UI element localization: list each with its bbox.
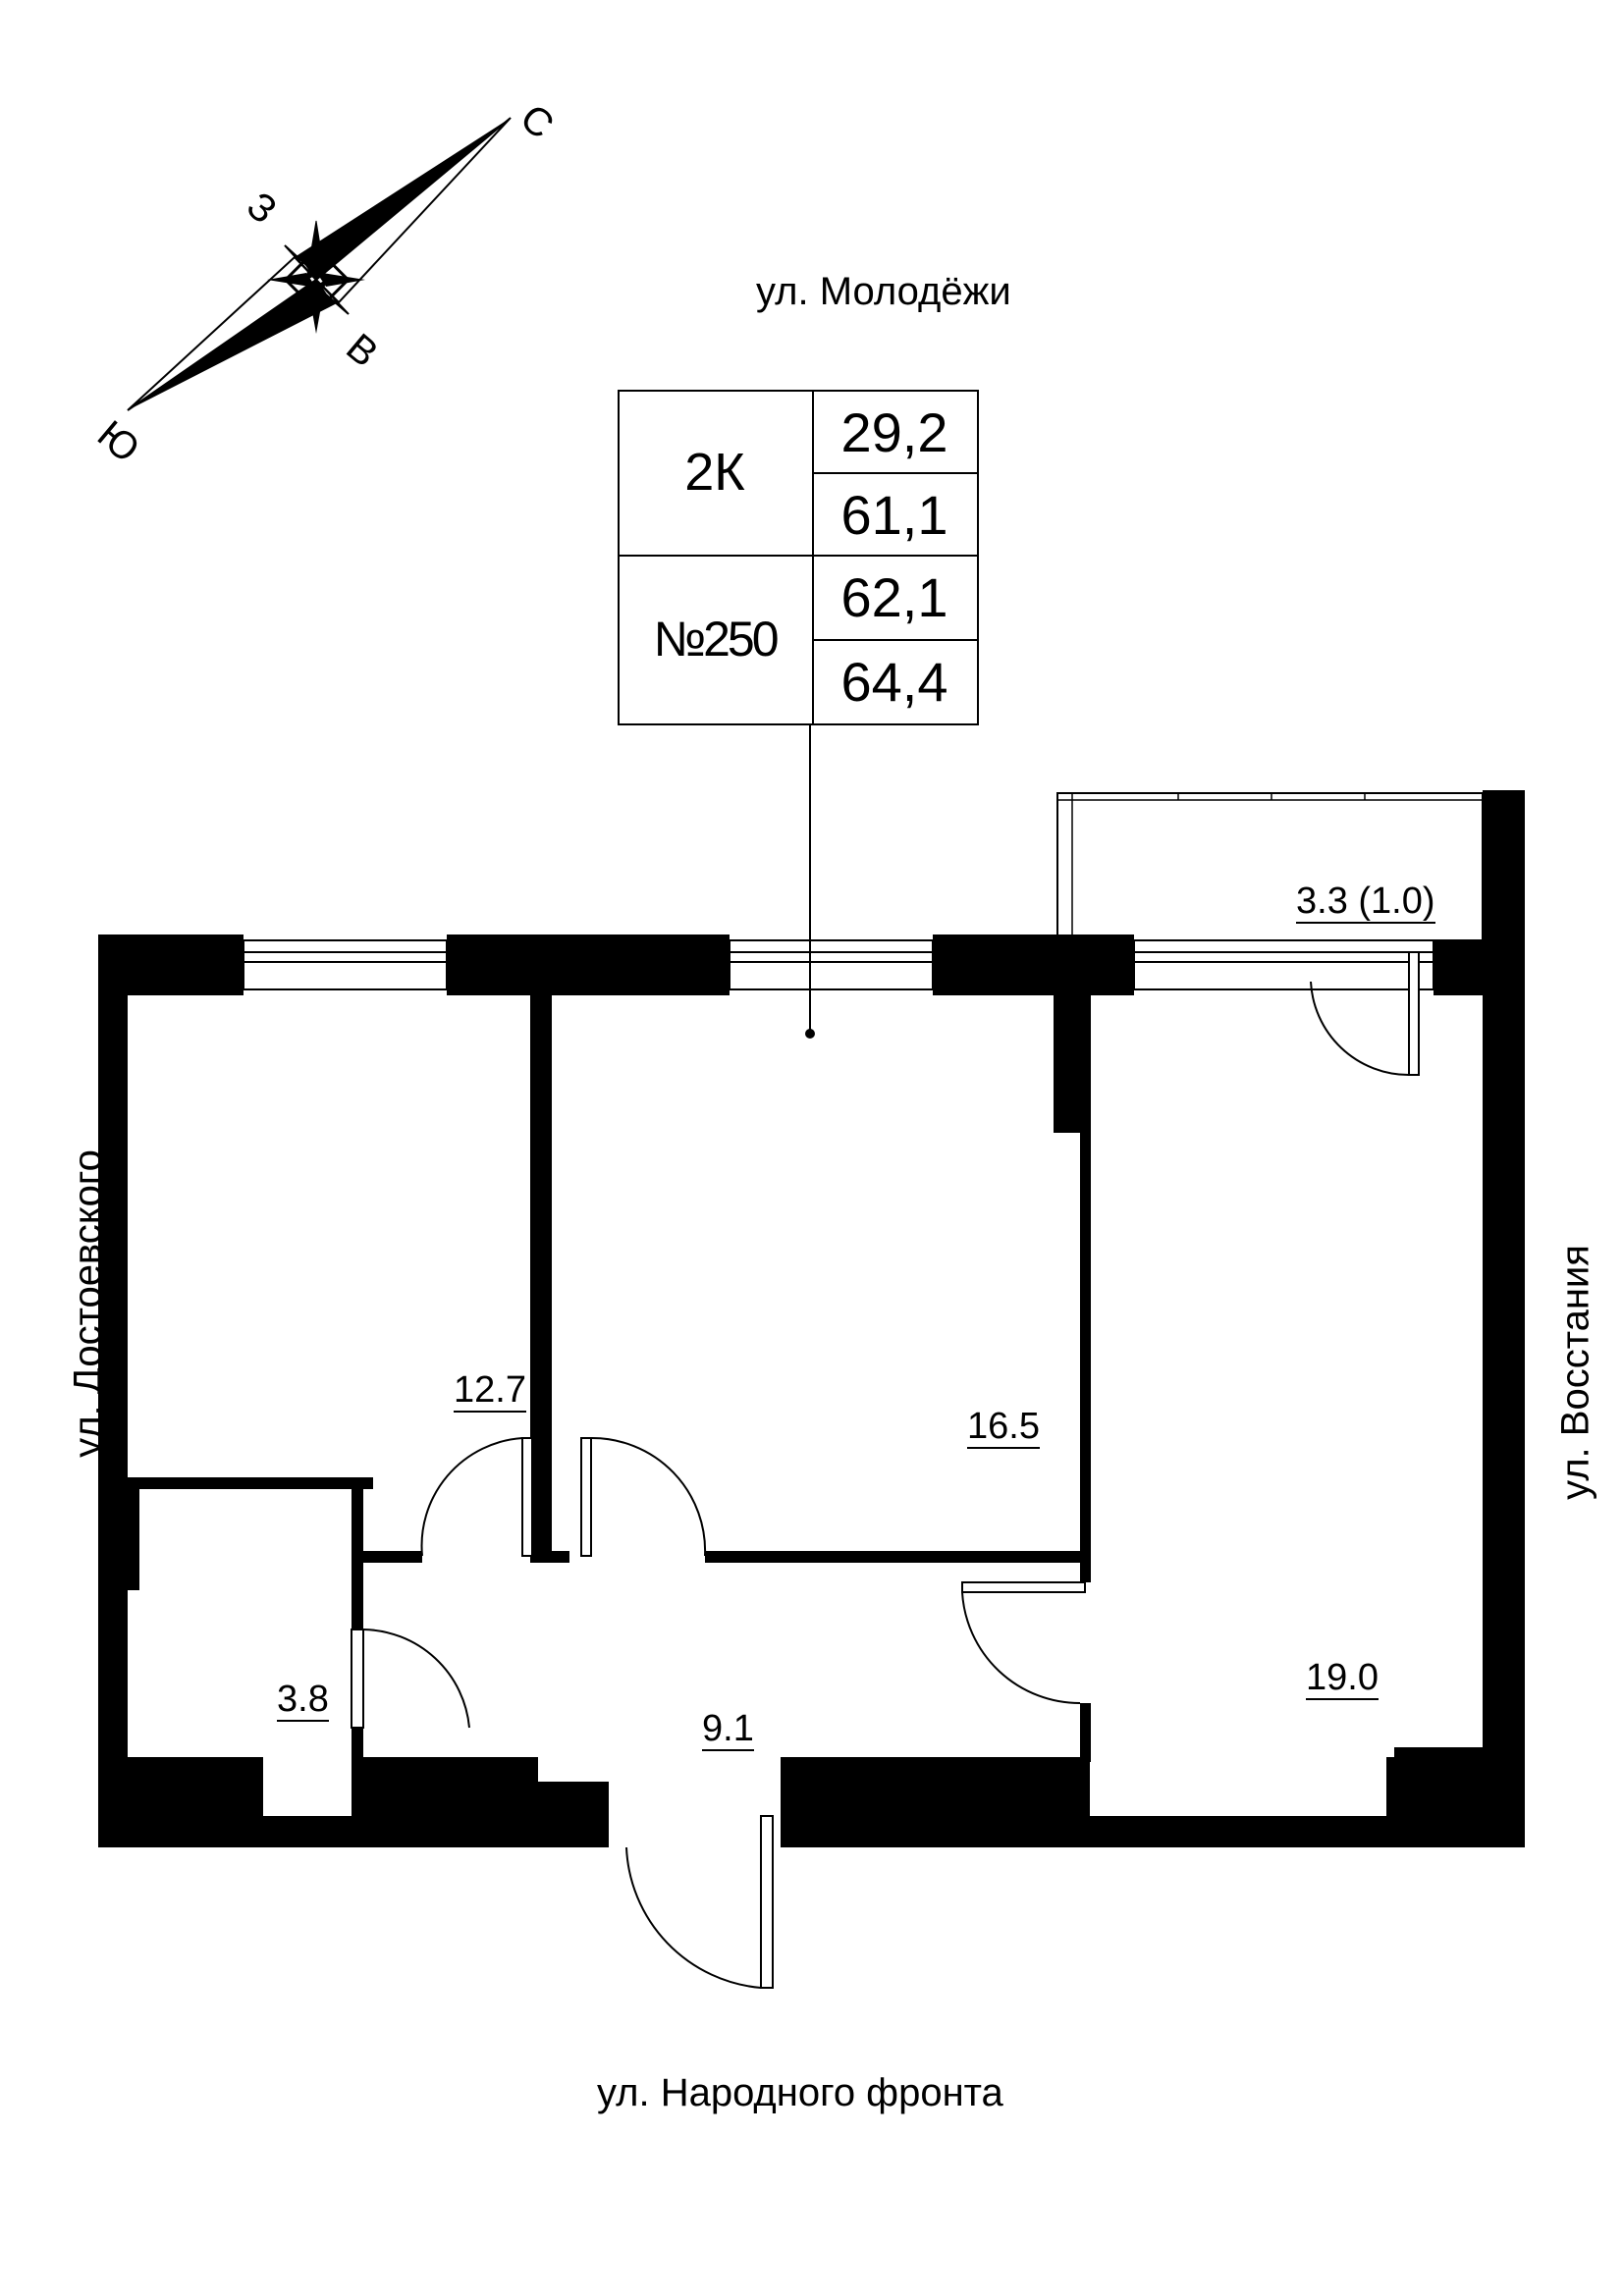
street-top-label: ул. Молодёжи	[756, 270, 1011, 313]
info-table-grid	[618, 390, 979, 725]
room-area-hallway: 9.1	[702, 1708, 754, 1751]
doors	[351, 951, 1420, 1989]
apartment-type: 2К	[684, 443, 745, 502]
area-value-2: 62,1	[840, 565, 948, 628]
street-left-label: ул. Достоевского	[66, 1149, 110, 1458]
room-area-bedroom-left: 12.7	[454, 1369, 526, 1413]
room-area-balcony: 3.3 (1.0)	[1296, 881, 1435, 924]
street-right-label: ул. Восстания	[1553, 1245, 1597, 1500]
apartment-info-table: 2К №250 29,2 61,1 62,1 64,4	[619, 391, 978, 724]
area-value-3: 64,4	[840, 650, 948, 713]
room-area-living-room: 19.0	[1306, 1657, 1379, 1700]
living-area-value: 29,2	[840, 400, 948, 463]
room-area-bedroom-middle: 16.5	[967, 1406, 1040, 1449]
compass-rose-icon	[127, 117, 512, 411]
leader-dot	[805, 1029, 815, 1039]
room-area-bathroom: 3.8	[277, 1679, 329, 1722]
apartment-number: №250	[653, 612, 779, 667]
windows	[243, 939, 1434, 990]
exterior-walls	[98, 790, 1525, 1847]
street-bottom-label: ул. Народного фронта	[597, 2071, 1003, 2114]
area-value-1: 61,1	[840, 483, 948, 546]
